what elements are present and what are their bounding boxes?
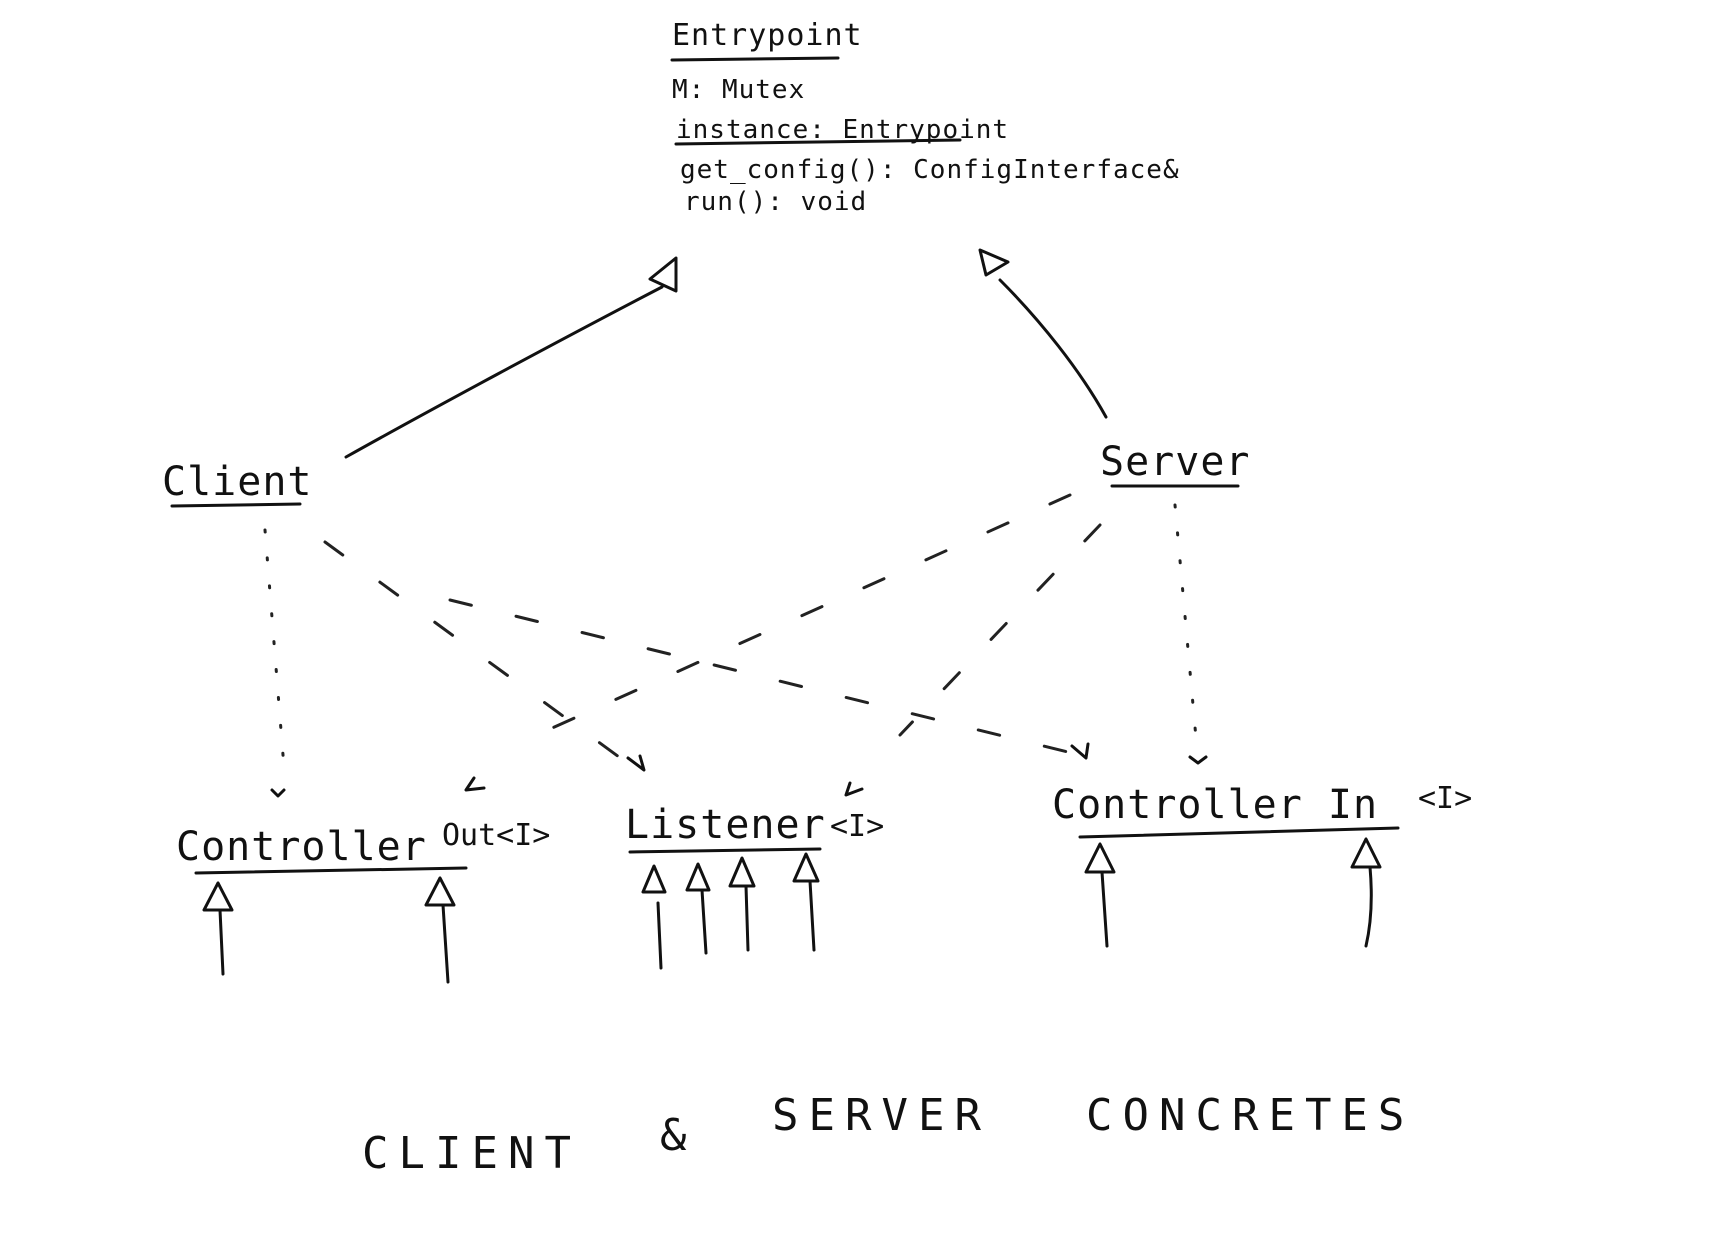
footer-word-concretes: CONCRETES <box>1086 1090 1414 1141</box>
server-to-controller-in-arrowhead <box>1188 755 1208 765</box>
footer-word-client: CLIENT <box>362 1128 581 1179</box>
client-class: Client <box>162 459 313 508</box>
controller-in-impl-arrowhead-1 <box>1084 842 1116 874</box>
controller-out-title: Controller <box>176 824 427 870</box>
controller-in-title: Controller In <box>1052 782 1378 828</box>
client-title-underline <box>170 502 302 508</box>
listener-impl-line-2 <box>700 888 708 955</box>
server-to-controller-out-arrowhead <box>464 776 486 792</box>
listener-impl-line-3 <box>744 884 750 952</box>
client-dependencies <box>263 528 1090 798</box>
controller-in-impl-arrowhead-2 <box>1350 837 1382 869</box>
controller-in-implementations <box>1084 837 1382 948</box>
server-generalization-line <box>998 278 1108 419</box>
server-to-listener-line <box>898 523 1102 737</box>
server-to-controller-out-line <box>528 493 1072 740</box>
controller-out-impl-arrowhead-1 <box>202 881 234 912</box>
entrypoint-member-mutex: M: Mutex <box>672 75 805 105</box>
controller-in-suffix: <I> <box>1418 781 1472 816</box>
controller-out-implementations <box>202 876 456 984</box>
listener-impl-arrowhead-2 <box>685 862 711 892</box>
listener-impl-line-4 <box>808 879 816 952</box>
footer-word-server: SERVER <box>772 1090 991 1141</box>
controller-in-interface: Controller In <I> <box>1052 781 1472 839</box>
server-to-listener-arrowhead <box>844 781 864 797</box>
listener-impl-arrowhead-4 <box>792 852 820 883</box>
controller-out-interface: Controller Out<I> <box>176 818 550 875</box>
entrypoint-title: Entrypoint <box>672 18 863 53</box>
server-to-controller-in-line <box>1173 503 1198 740</box>
inheritance-server-entrypoint <box>978 248 1108 419</box>
controller-in-underline <box>1078 826 1400 839</box>
client-to-controller-out-arrowhead <box>270 788 286 798</box>
controller-in-impl-line-1 <box>1100 870 1109 948</box>
client-generalization-arrowhead <box>648 256 678 293</box>
client-title: Client <box>162 459 313 505</box>
client-to-controller-in-arrowhead <box>1070 742 1090 760</box>
server-class: Server <box>1100 439 1251 488</box>
server-dependencies <box>464 493 1208 797</box>
controller-in-impl-line-2 <box>1364 865 1373 948</box>
listener-suffix: <I> <box>830 809 884 844</box>
entrypoint-class: Entrypoint M: Mutex instance: Entrypoint… <box>670 18 1180 217</box>
entrypoint-instance-underline <box>674 138 962 146</box>
listener-interface: Listener <I> <box>625 802 884 854</box>
listener-underline <box>628 847 822 854</box>
entrypoint-member-get-config: get_config(): ConfigInterface& <box>680 155 1180 185</box>
client-to-controller-in-line <box>448 598 1082 757</box>
listener-implementations <box>641 852 820 970</box>
entrypoint-member-run: run(): void <box>684 187 867 217</box>
controller-out-suffix: Out<I> <box>442 818 550 853</box>
inheritance-client-entrypoint <box>344 256 678 459</box>
controller-out-impl-line-2 <box>441 903 450 984</box>
controller-out-impl-arrowhead-2 <box>424 876 456 907</box>
listener-impl-arrowhead-3 <box>728 856 756 888</box>
client-to-controller-out-line <box>263 528 287 782</box>
entrypoint-title-underline <box>670 56 840 62</box>
footer-caption: CLIENT & SERVER CONCRETES <box>362 1090 1414 1179</box>
listener-impl-arrowhead-1 <box>641 864 667 894</box>
listener-impl-line-1 <box>656 901 663 970</box>
listener-title: Listener <box>625 802 826 848</box>
server-title: Server <box>1100 439 1251 485</box>
controller-out-underline <box>194 866 468 875</box>
client-to-listener-line <box>323 540 632 767</box>
footer-word-ampersand: & <box>660 1110 697 1161</box>
client-generalization-line <box>344 285 664 459</box>
controller-out-impl-line-1 <box>218 908 225 976</box>
server-generalization-arrowhead <box>978 248 1010 277</box>
client-to-listener-arrowhead <box>626 754 646 772</box>
